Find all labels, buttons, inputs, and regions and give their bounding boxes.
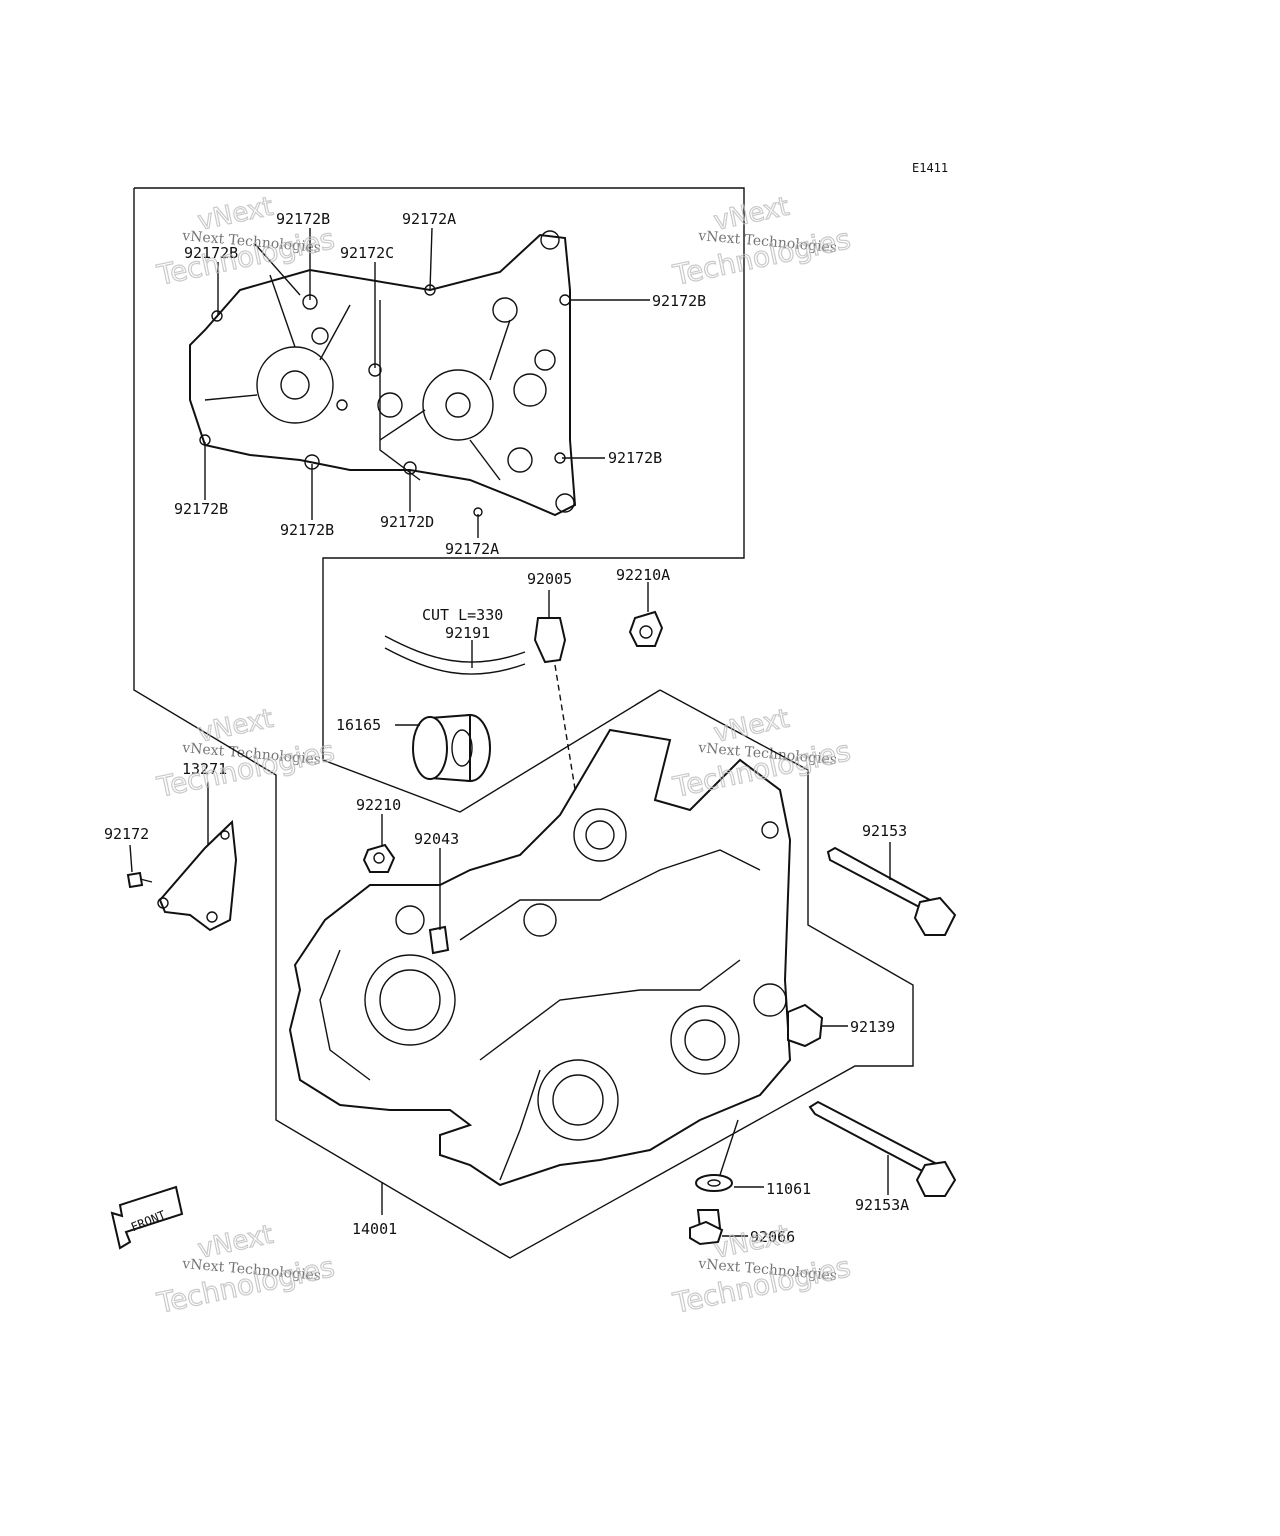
label-92153: 92153 — [862, 822, 907, 840]
bolt-92153 — [826, 842, 957, 936]
label-16165: 16165 — [336, 716, 381, 734]
collar-92139 — [787, 1003, 848, 1048]
label-13271: 13271 — [182, 760, 227, 778]
label-cut: CUT L=330 — [422, 606, 503, 624]
watermark-top-right: vNext vNext Technologies Technologies — [669, 191, 854, 293]
front-arrow-icon: FRONT — [110, 1185, 184, 1250]
label-92172B-bottom: 92172B — [280, 521, 334, 539]
watermark-bottom-left: vNext vNext Technologies Technologies — [153, 1219, 338, 1321]
callout-labels: 92172B 92172B 92172A 92172C 92172B 92172… — [104, 210, 909, 1246]
label-92191: 92191 — [445, 624, 490, 642]
filter-16165 — [395, 713, 491, 783]
crankcase-14001 — [288, 728, 792, 1215]
label-92139: 92139 — [850, 1018, 895, 1036]
bolt-92153A — [808, 1100, 957, 1197]
group-frame — [134, 187, 745, 813]
label-92210: 92210 — [356, 796, 401, 814]
label-92043: 92043 — [414, 830, 459, 848]
label-92066: 92066 — [750, 1228, 795, 1246]
label-92172: 92172 — [104, 825, 149, 843]
diagram-code: E1411 — [912, 161, 948, 175]
label-92172B-top2: 92172B — [184, 244, 238, 262]
label-92172A-bottom: 92172A — [445, 540, 499, 558]
label-92172D: 92172D — [380, 513, 434, 531]
label-92153A: 92153A — [855, 1196, 909, 1214]
bolt-92172 — [126, 844, 153, 889]
bolt-92066 — [689, 1209, 748, 1246]
label-92172B-left: 92172B — [174, 500, 228, 518]
bracket-13271 — [157, 782, 238, 932]
label-14001: 14001 — [352, 1220, 397, 1238]
label-92172C: 92172C — [340, 244, 394, 262]
label-92172B-right1: 92172B — [652, 292, 706, 310]
gasket-leaders — [204, 227, 650, 538]
label-92172B-right2: 92172B — [608, 449, 662, 467]
crankcase-gasket — [189, 230, 577, 517]
nut-92210 — [362, 814, 396, 873]
label-92172B-top1: 92172B — [276, 210, 330, 228]
label-92172A-top: 92172A — [402, 210, 456, 228]
group-frame-left — [133, 188, 914, 1259]
nut-92210A — [628, 582, 664, 647]
label-11061: 11061 — [766, 1180, 811, 1198]
label-92005: 92005 — [527, 570, 572, 588]
washer-11061 — [695, 1119, 764, 1192]
label-92210A: 92210A — [616, 566, 670, 584]
